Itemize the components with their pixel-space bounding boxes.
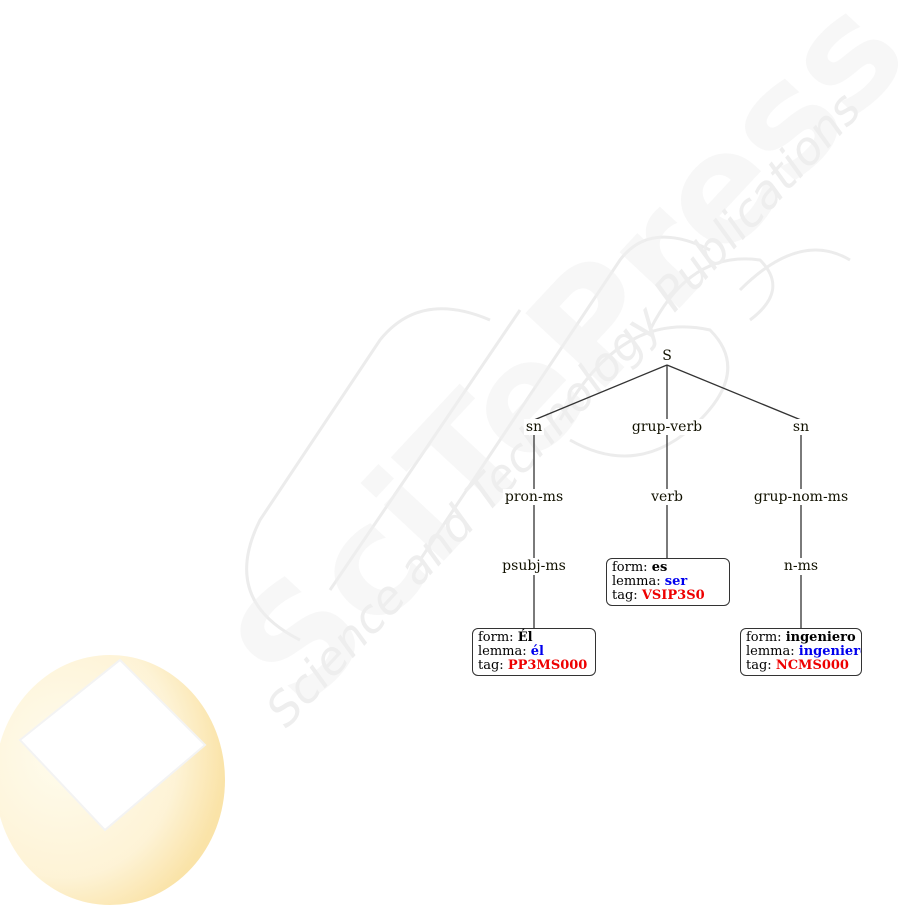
edge-S-sn1 [534, 365, 667, 420]
leaf-es: form: es lemma: ser tag: VSIP3S0 [606, 558, 730, 606]
node-sn-right: sn [791, 419, 811, 435]
node-sn-left: sn [524, 419, 544, 435]
tag-key: tag: [478, 658, 504, 673]
node-root: S [660, 348, 674, 364]
tag-value: PP3MS000 [508, 658, 588, 673]
tag-key: tag: [746, 658, 772, 673]
lemma-value: ser [665, 574, 687, 589]
lemma-value: ingeniero [799, 644, 862, 659]
lemma-key: lemma: [478, 644, 527, 659]
node-n-ms: n-ms [782, 558, 820, 574]
form-key: form: [746, 630, 782, 645]
form-value: es [652, 560, 668, 575]
form-key: form: [612, 560, 648, 575]
lemma-key: lemma: [612, 574, 661, 589]
form-value: ingeniero [786, 630, 856, 645]
form-key: form: [478, 630, 514, 645]
tag-key: tag: [612, 588, 638, 603]
leaf-el: form: Él lemma: él tag: PP3MS000 [472, 628, 596, 676]
lemma-key: lemma: [746, 644, 795, 659]
tag-value: NCMS000 [776, 658, 849, 673]
node-psubj-ms: psubj-ms [500, 558, 568, 574]
tag-value: VSIP3S0 [642, 588, 705, 603]
form-value: Él [518, 630, 533, 645]
node-pron-ms: pron-ms [503, 489, 565, 505]
lemma-value: él [531, 644, 544, 659]
node-grup-verb: grup-verb [630, 419, 704, 435]
edge-S-sn2 [667, 365, 801, 420]
leaf-ingeniero: form: ingeniero lemma: ingeniero tag: NC… [740, 628, 862, 676]
node-grup-nom-ms: grup-nom-ms [752, 489, 850, 505]
node-verb: verb [649, 489, 685, 505]
